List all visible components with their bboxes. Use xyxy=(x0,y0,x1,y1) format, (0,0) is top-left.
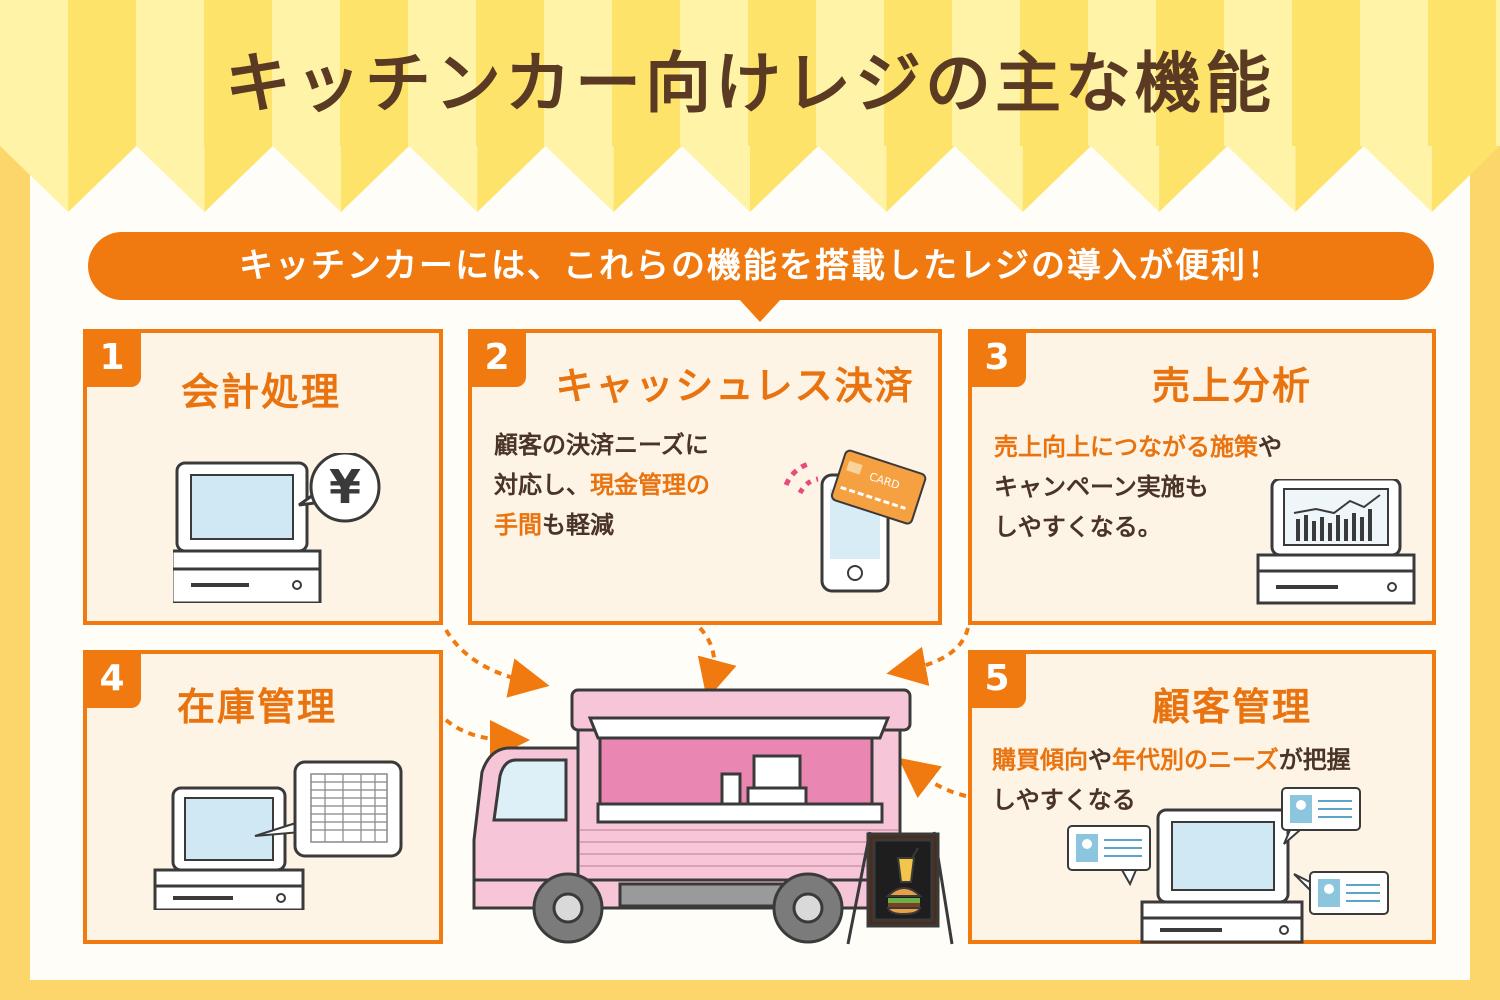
description-line: 手間も軽減 xyxy=(494,505,710,545)
description-text: も軽減 xyxy=(542,511,614,539)
highlighted-text: 購買傾向 xyxy=(992,746,1088,774)
description-line: 顧客の決済ニーズに xyxy=(494,425,710,465)
feature-card-4: 4 在庫管理 xyxy=(83,650,443,944)
card-description: 売上向上につながる施策やキャンペーン実施もしやすくなる。 xyxy=(994,427,1282,547)
register-spreadsheet-icon xyxy=(153,760,403,910)
arrow-card-5 xyxy=(898,757,967,799)
intro-banner: キッチンカーには、これらの機能を搭載したレジの導入が便利！ xyxy=(88,232,1434,300)
arrow-card-3 xyxy=(886,627,970,687)
arrow-card-4 xyxy=(444,718,530,760)
feature-card-2: 2 キャッシュレス決済 顧客の決済ニーズに対応し、現金管理の手間も軽減 CARD xyxy=(468,329,942,625)
card-title: 顧客管理 xyxy=(1151,685,1312,729)
description-text: や xyxy=(1088,746,1112,774)
arrow-card-2 xyxy=(697,626,737,700)
description-text: しやすくなる。 xyxy=(994,513,1162,541)
description-line: キャンペーン実施も xyxy=(994,467,1282,507)
card-number: 2 xyxy=(468,329,526,387)
card-number: 1 xyxy=(83,329,141,387)
card-number: 4 xyxy=(83,650,141,708)
page-title: キッチンカー向けレジの主な機能 xyxy=(225,45,1275,122)
register-yen-icon: ¥ xyxy=(173,453,381,603)
smartphone-card-icon: CARD xyxy=(783,449,927,593)
description-line: しやすくなる xyxy=(992,780,1351,820)
card-number: 3 xyxy=(968,329,1026,387)
banner-pointer xyxy=(738,298,782,322)
register-profile-icon xyxy=(1067,787,1389,944)
register-chart-icon xyxy=(1256,479,1416,605)
card-description: 購買傾向や年代別のニーズが把握しやすくなる xyxy=(992,740,1351,820)
card-title: 会計処理 xyxy=(181,370,342,414)
highlighted-text: 現金管理の xyxy=(590,471,710,499)
description-text: が把握 xyxy=(1278,746,1351,774)
description-text: 顧客の決済ニーズに xyxy=(494,431,709,459)
description-text: キャンペーン実施も xyxy=(994,473,1209,501)
yen-symbol: ¥ xyxy=(329,460,361,514)
card-description: 顧客の決済ニーズに対応し、現金管理の手間も軽減 xyxy=(494,425,710,545)
feature-card-1: 1 会計処理 ¥ xyxy=(83,329,443,625)
description-text: 対応し、 xyxy=(494,471,590,499)
description-line: 購買傾向や年代別のニーズが把握 xyxy=(992,740,1351,780)
food-truck xyxy=(472,688,912,944)
feature-card-5: 5 顧客管理 購買傾向や年代別のニーズが把握しやすくなる xyxy=(968,650,1436,944)
menu-signboard-icon xyxy=(846,831,954,945)
card-title: キャッシュレス決済 xyxy=(555,364,915,408)
arrow-card-1 xyxy=(444,628,550,698)
card-title: 売上分析 xyxy=(1151,364,1312,408)
card-number: 5 xyxy=(968,650,1026,708)
highlighted-text: 売上向上につながる施策 xyxy=(994,433,1258,461)
card-title: 在庫管理 xyxy=(177,685,338,729)
highlighted-text: 年代別のニーズ xyxy=(1112,746,1279,774)
description-text: や xyxy=(1258,433,1282,461)
description-line: しやすくなる。 xyxy=(994,507,1282,547)
feature-card-3: 3 売上分析 売上向上につながる施策やキャンペーン実施もしやすくなる。 xyxy=(968,329,1436,625)
description-text: しやすくなる xyxy=(992,786,1136,814)
highlighted-text: 手間 xyxy=(494,511,542,539)
description-line: 対応し、現金管理の xyxy=(494,465,710,505)
description-line: 売上向上につながる施策や xyxy=(994,427,1282,467)
